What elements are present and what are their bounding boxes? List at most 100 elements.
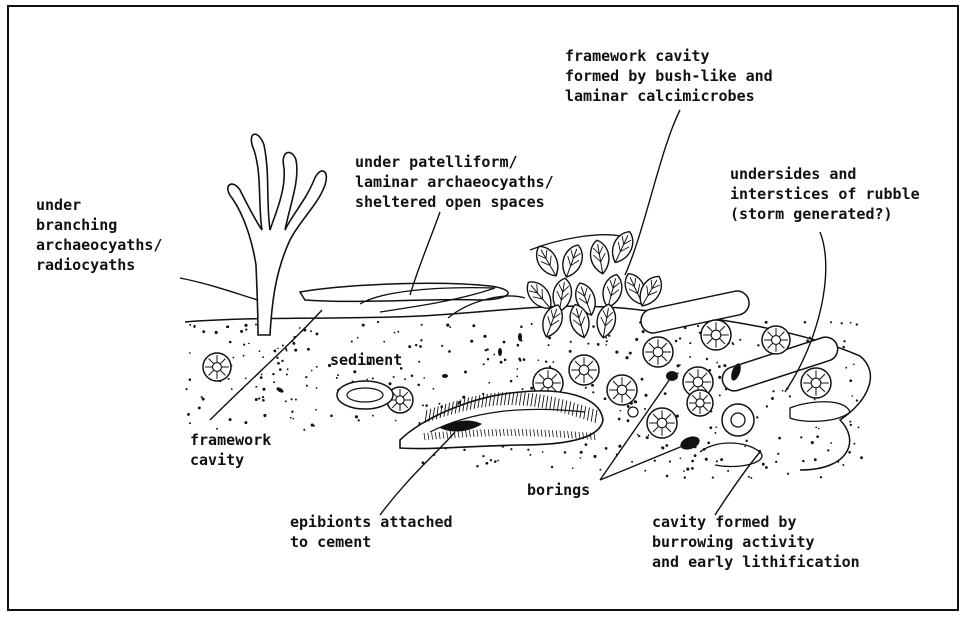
sediment-dot	[629, 352, 632, 355]
sediment-dot	[315, 409, 317, 411]
sediment-dot	[646, 436, 649, 439]
sediment-dot	[189, 378, 192, 381]
sediment-dot	[438, 403, 440, 405]
sediment-dot	[500, 361, 503, 364]
ring-fossil	[722, 404, 754, 436]
sediment-dot	[393, 376, 395, 378]
sediment-dot	[286, 374, 288, 376]
sediment-dot	[441, 345, 443, 347]
sediment-dot	[425, 404, 428, 407]
label-undersides-rubble: undersides and interstices of rubble (st…	[730, 164, 920, 224]
sediment-dot	[679, 337, 681, 339]
sediment-dot	[654, 460, 656, 462]
sediment-dot	[845, 367, 847, 369]
sediment-dot	[198, 406, 201, 409]
sediment-dot	[189, 352, 191, 354]
sediment-dot	[306, 385, 308, 387]
sediment-dot	[837, 461, 839, 463]
sediment-dot	[316, 387, 318, 389]
sediment-dot	[830, 442, 832, 444]
sediment-dot	[592, 391, 594, 393]
sediment-dot	[519, 359, 521, 361]
sediment-dot	[523, 358, 526, 361]
sediment-dot	[727, 470, 729, 472]
sediment-dot	[627, 419, 630, 422]
sediment-dot	[587, 343, 589, 345]
radiocyath-rosette	[607, 375, 637, 405]
sediment-dot	[394, 332, 396, 334]
sediment-dot	[723, 364, 726, 367]
label-borings: borings	[527, 480, 590, 500]
radiocyath-rosette	[687, 390, 713, 416]
sediment-dot	[570, 341, 572, 343]
sediment-dot	[715, 432, 717, 434]
sediment-dot	[772, 390, 774, 392]
sediment-dot	[494, 460, 497, 463]
sediment-dot	[262, 396, 264, 398]
sediment-dot	[580, 451, 583, 454]
sediment-dot	[538, 359, 540, 361]
sediment-dot	[744, 446, 746, 448]
sediment-dot	[415, 344, 417, 346]
sediment-dot	[448, 350, 451, 353]
sediment-dot	[497, 460, 499, 462]
sediment-dot	[315, 332, 318, 335]
sediment-dot	[841, 322, 843, 324]
calcimicrobe-leaf	[558, 242, 587, 280]
sediment-dot	[279, 368, 282, 371]
burrow-cavity-outline	[700, 443, 762, 467]
sediment-dot	[277, 348, 279, 350]
sediment-dot	[811, 441, 814, 444]
sediment-dot	[517, 344, 520, 347]
sediment-dot	[697, 325, 699, 327]
sediment-dot	[605, 447, 608, 450]
sediment-dot	[665, 444, 668, 447]
label-framework-cavity: framework cavity	[190, 430, 271, 470]
sediment-dot	[193, 326, 195, 328]
radiocyath-rosette	[647, 408, 677, 438]
sediment-dot	[715, 426, 717, 428]
sediment-dot	[423, 377, 425, 379]
sediment-dot	[648, 434, 650, 436]
sediment-dot	[804, 321, 807, 324]
sediment-dot	[644, 470, 646, 472]
sediment-dot	[362, 324, 365, 327]
sediment-dot	[669, 460, 671, 462]
sediment-dot	[404, 378, 406, 380]
sediment-dot	[307, 348, 310, 351]
sediment-dot	[353, 370, 356, 373]
branching-archaeocyath	[228, 134, 327, 335]
sediment-dot	[605, 344, 607, 346]
sediment-dot	[689, 356, 691, 358]
sediment-dot	[642, 330, 645, 333]
sediment-dot	[644, 408, 646, 410]
sediment-dot	[330, 414, 333, 417]
sediment-dot	[488, 382, 490, 384]
sediment-dot	[186, 388, 188, 390]
sediment-dot	[273, 381, 275, 383]
sediment-dot	[299, 327, 301, 329]
sediment-dot	[720, 458, 723, 461]
sediment-dot	[232, 357, 234, 359]
sediment-dot	[422, 404, 424, 406]
sediment-dot	[395, 420, 397, 422]
sediment-dot	[637, 434, 639, 436]
sediment-dot	[775, 461, 777, 463]
sediment-dot	[202, 398, 205, 401]
sediment-dot	[849, 379, 852, 382]
radiocyath-rosette	[569, 355, 599, 385]
sediment-dot	[615, 351, 618, 354]
sediment-dot	[675, 340, 678, 343]
sediment-dot	[464, 371, 467, 374]
sediment-dot	[258, 397, 260, 399]
sediment-dot	[853, 363, 855, 365]
sediment-dot	[771, 397, 774, 400]
label-burrow-cavity: cavity formed by burrowing activity and …	[652, 512, 860, 572]
sediment-dot	[231, 388, 233, 390]
label-sediment: sediment	[330, 350, 402, 370]
sediment-dot	[263, 414, 266, 417]
sediment-dot	[485, 349, 487, 351]
sediment-dot	[745, 440, 747, 442]
sediment-dot	[816, 435, 819, 438]
sediment-dot	[228, 378, 230, 380]
